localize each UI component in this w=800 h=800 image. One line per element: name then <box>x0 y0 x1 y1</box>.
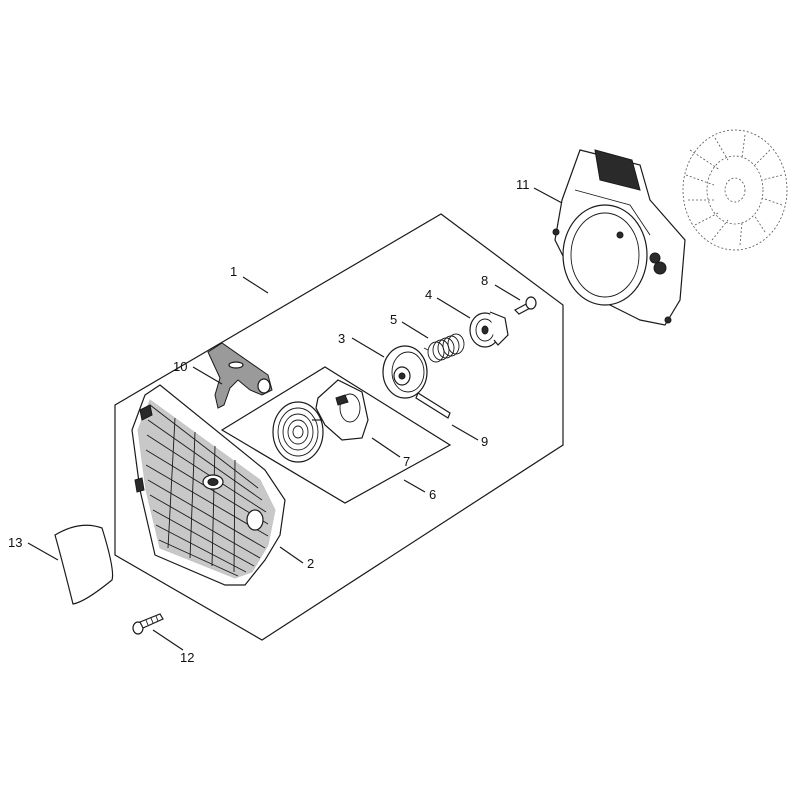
ratchet-spring-part <box>423 333 465 363</box>
subassembly-outline <box>220 366 452 504</box>
label-part <box>54 524 114 605</box>
callout-12: 12 <box>180 650 194 665</box>
assembly-outline <box>114 213 564 641</box>
screw-part <box>514 296 537 315</box>
starter-cover-part <box>131 384 286 586</box>
leader-lines <box>27 187 563 651</box>
callout-13: 13 <box>8 535 22 550</box>
starter-rope-part <box>415 392 451 419</box>
callout-7: 7 <box>403 454 410 469</box>
callout-labels: 1 2 3 4 5 6 7 8 9 10 11 12 13 <box>8 177 530 665</box>
pulley-part <box>382 345 428 399</box>
callout-10: 10 <box>173 359 187 374</box>
callout-6: 6 <box>429 487 436 502</box>
callout-3: 3 <box>338 331 345 346</box>
callout-9: 9 <box>481 434 488 449</box>
callout-5: 5 <box>390 312 397 327</box>
flywheel-part <box>682 129 788 251</box>
callout-2: 2 <box>307 556 314 571</box>
bolt-part <box>132 613 164 635</box>
ratchet-part <box>469 311 509 348</box>
callout-8: 8 <box>481 273 488 288</box>
callout-4: 4 <box>425 287 432 302</box>
callout-1: 1 <box>230 264 237 279</box>
spring-case-part <box>315 379 369 441</box>
starter-handle-part <box>207 342 273 409</box>
recoil-spring-part <box>272 401 324 463</box>
callout-11: 11 <box>516 177 530 192</box>
fan-housing-part <box>552 149 686 326</box>
